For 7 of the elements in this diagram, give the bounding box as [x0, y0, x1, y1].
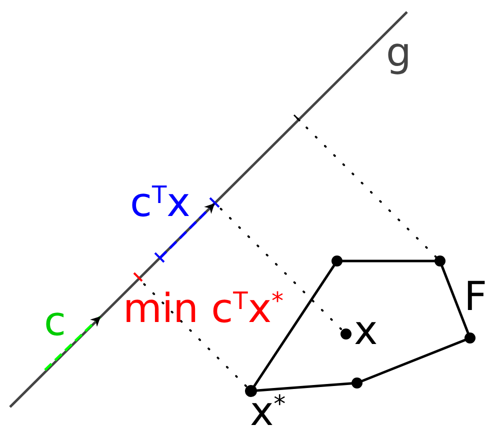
math-label: min c$^{T}$x$^{*}$ [123, 289, 284, 329]
region-label: F [464, 277, 488, 317]
point-label: x$^{*}$ [250, 392, 286, 427]
axis-label: g [386, 33, 412, 73]
point-label: x [354, 311, 378, 351]
vector-label: c [44, 302, 66, 342]
math-label: c$^{T}$x [130, 183, 190, 223]
